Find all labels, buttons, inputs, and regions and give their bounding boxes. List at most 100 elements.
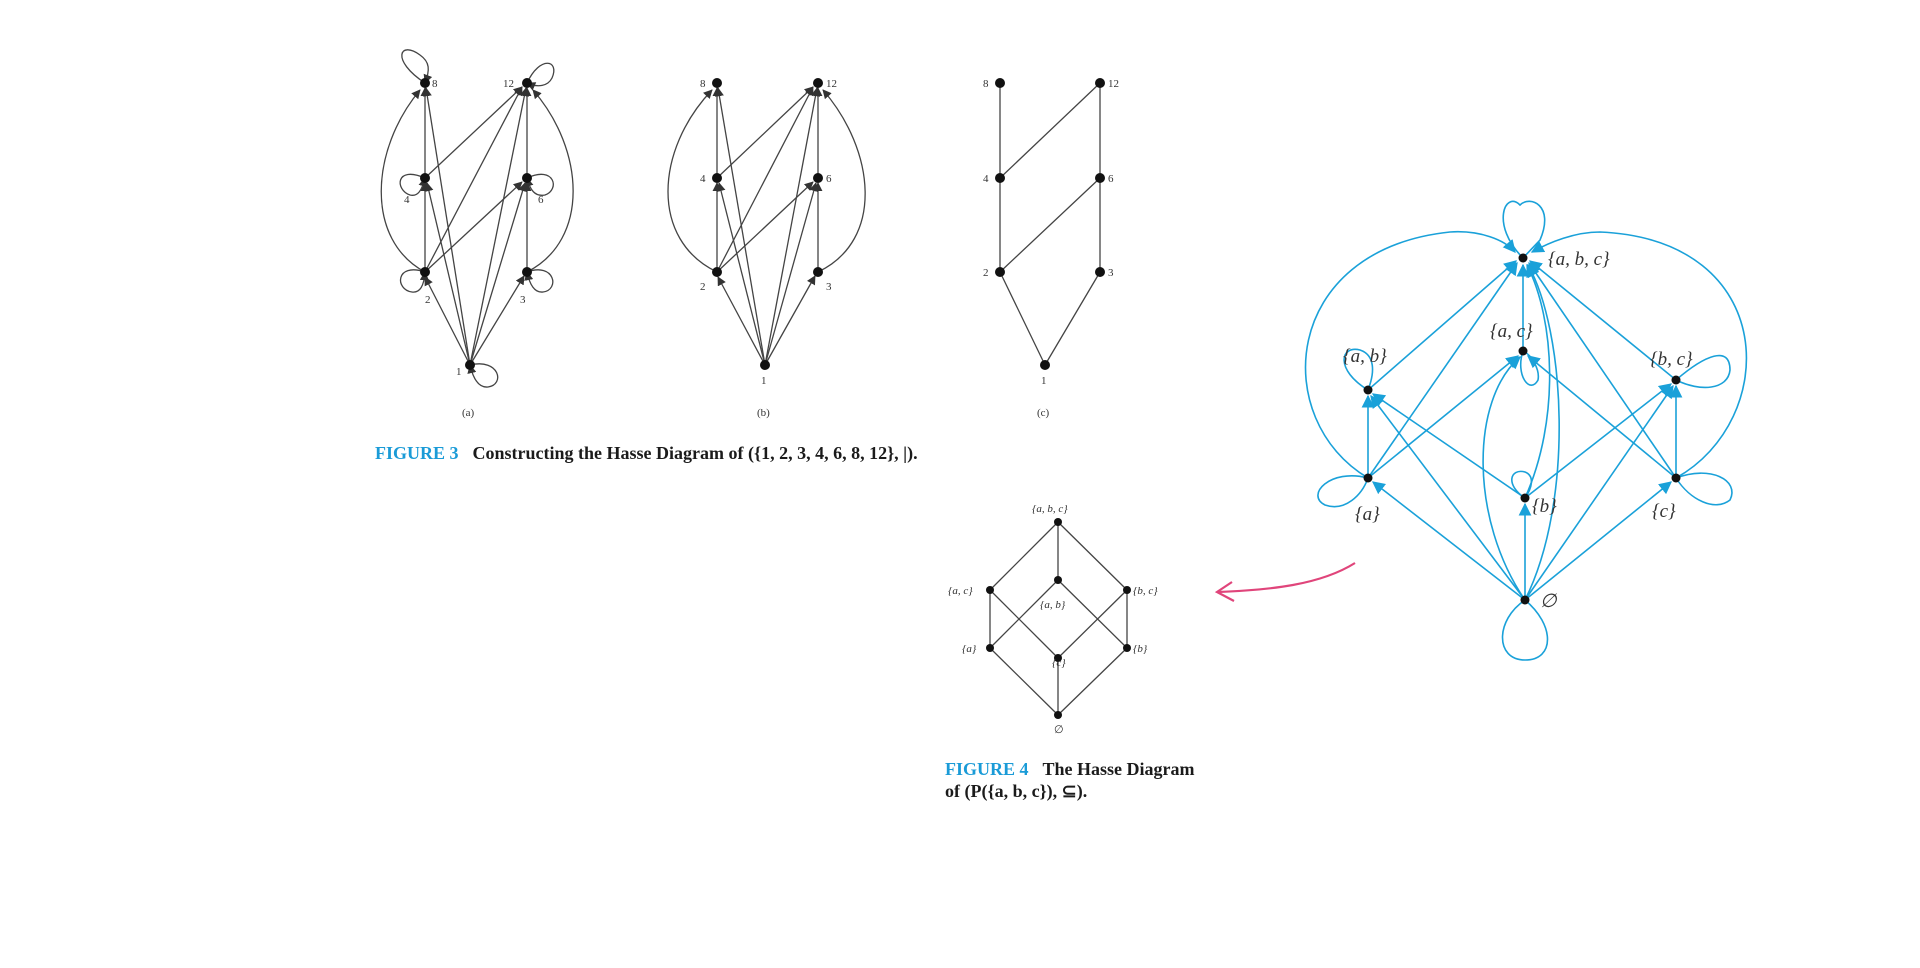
panel-label-b: (b) <box>757 407 770 419</box>
h-label-a: {a} <box>962 643 977 655</box>
arc-3-12 <box>526 89 574 273</box>
bl-node-ac <box>1518 346 1528 356</box>
edge-1-6 <box>469 182 527 366</box>
arc-2-8-b <box>667 89 718 273</box>
bl-loop-b <box>1511 470 1533 499</box>
edge-c-4-12 <box>999 82 1101 179</box>
label-c-4: 4 <box>983 173 989 185</box>
bl-empty-ab <box>1370 394 1526 601</box>
figure3-panel-a: 8 12 4 6 2 3 1 (a) <box>380 49 574 419</box>
node-4 <box>420 173 430 183</box>
bl-b-ab <box>1371 393 1526 499</box>
bl-loop-ac <box>1519 350 1540 386</box>
label-12: 12 <box>503 78 514 90</box>
label-b-1: 1 <box>761 375 767 387</box>
bl-label-ab: {a, b} <box>1343 346 1387 367</box>
bl-node-ab <box>1363 385 1373 395</box>
bl-label-c: {c} <box>1652 501 1676 522</box>
node-3 <box>522 267 532 277</box>
bl-label-bc: {b, c} <box>1650 349 1693 370</box>
bl-loop-bc <box>1675 354 1731 389</box>
node-b-2 <box>712 267 722 277</box>
h-label-bc: {b, c} <box>1133 585 1158 597</box>
bl-a-ac <box>1367 355 1519 479</box>
node-c-1 <box>1040 360 1050 370</box>
h-node-abc <box>1054 518 1062 526</box>
node-8 <box>420 78 430 88</box>
pink-arrow-head <box>1214 581 1235 602</box>
bl-c-abc-2 <box>1528 261 1677 479</box>
figure4-caption-number: FIGURE 4 <box>945 759 1029 779</box>
panel-label-a: (a) <box>462 407 475 419</box>
node-12 <box>522 78 532 88</box>
loop-3 <box>524 269 554 293</box>
bl-a-abc-2 <box>1367 261 1518 479</box>
node-c-2 <box>995 267 1005 277</box>
node-c-12 <box>1095 78 1105 88</box>
bl-loop-a <box>1317 475 1369 508</box>
h-ab-b <box>1057 579 1128 649</box>
edge-b-2-6 <box>716 181 814 273</box>
edge-b-1-8 <box>714 87 766 366</box>
figure4-caption-line1: The Hasse Diagram <box>1042 759 1195 779</box>
h-b-empty <box>1057 647 1128 716</box>
label-c-3: 3 <box>1108 267 1114 279</box>
bl-label-abc: {a, b, c} <box>1548 249 1610 270</box>
arc-3-12-b <box>817 89 866 273</box>
node-c-8 <box>995 78 1005 88</box>
label-4: 4 <box>404 194 410 206</box>
label-b-6: 6 <box>826 173 832 185</box>
h-a-empty <box>989 647 1059 716</box>
h-ac-c <box>989 589 1059 659</box>
label-c-2: 2 <box>983 267 989 279</box>
h-label-ab: {a, b} <box>1040 599 1066 611</box>
node-c-3 <box>1095 267 1105 277</box>
bl-node-bc <box>1671 375 1681 385</box>
node-b-4 <box>712 173 722 183</box>
h-node-ac <box>986 586 994 594</box>
figure4-caption-line2: of (P({a, b, c}), ⊆). <box>945 781 1088 801</box>
bl-loop-c <box>1675 472 1733 506</box>
label-b-3: 3 <box>826 281 832 293</box>
edge-1-8 <box>422 87 471 366</box>
h-bc-c <box>1057 589 1128 659</box>
label-c-8: 8 <box>983 78 989 90</box>
figure3-panel-b: 8 12 4 6 2 3 1 (b) <box>667 78 866 419</box>
pink-arrow-shaft <box>1217 562 1356 594</box>
bl-node-empty <box>1520 595 1530 605</box>
bl-node-abc <box>1518 253 1528 263</box>
label-b-8: 8 <box>700 78 706 90</box>
bl-loop-ab <box>1343 348 1374 391</box>
edge-b-2-12 <box>716 86 814 273</box>
node-c-6 <box>1095 173 1105 183</box>
edge-b-1-12 <box>764 87 820 366</box>
node-2 <box>420 267 430 277</box>
node-b-12 <box>813 78 823 88</box>
loop-8 <box>401 49 433 84</box>
edge-c-1-2 <box>999 271 1046 366</box>
edge-1-3 <box>469 275 525 366</box>
node-b-1 <box>760 360 770 370</box>
figure4-hasse: {a, b, c} {a, c} {a, b} {b, c} {a} {c} {… <box>948 503 1158 736</box>
node-b-3 <box>813 267 823 277</box>
label-2: 2 <box>425 294 431 306</box>
edge-4-12 <box>424 86 523 179</box>
edge-1-2 <box>424 276 471 366</box>
bl-node-c <box>1671 473 1681 483</box>
label-1: 1 <box>456 366 462 378</box>
edge-c-1-3 <box>1044 271 1101 366</box>
edge-b-1-4 <box>716 182 766 366</box>
h-label-abc: {a, b, c} <box>1032 503 1068 515</box>
edge-1-12 <box>469 87 529 366</box>
label-b-2: 2 <box>700 281 706 293</box>
h-abc-bc <box>1057 521 1128 591</box>
edge-2-6 <box>424 181 523 273</box>
h-node-a <box>986 644 994 652</box>
arc-2-8 <box>380 89 426 273</box>
edge-1-4 <box>424 182 471 366</box>
bl-loop-empty <box>1501 599 1549 661</box>
h-ab-a <box>989 579 1059 649</box>
bl-b-bc <box>1524 383 1673 499</box>
